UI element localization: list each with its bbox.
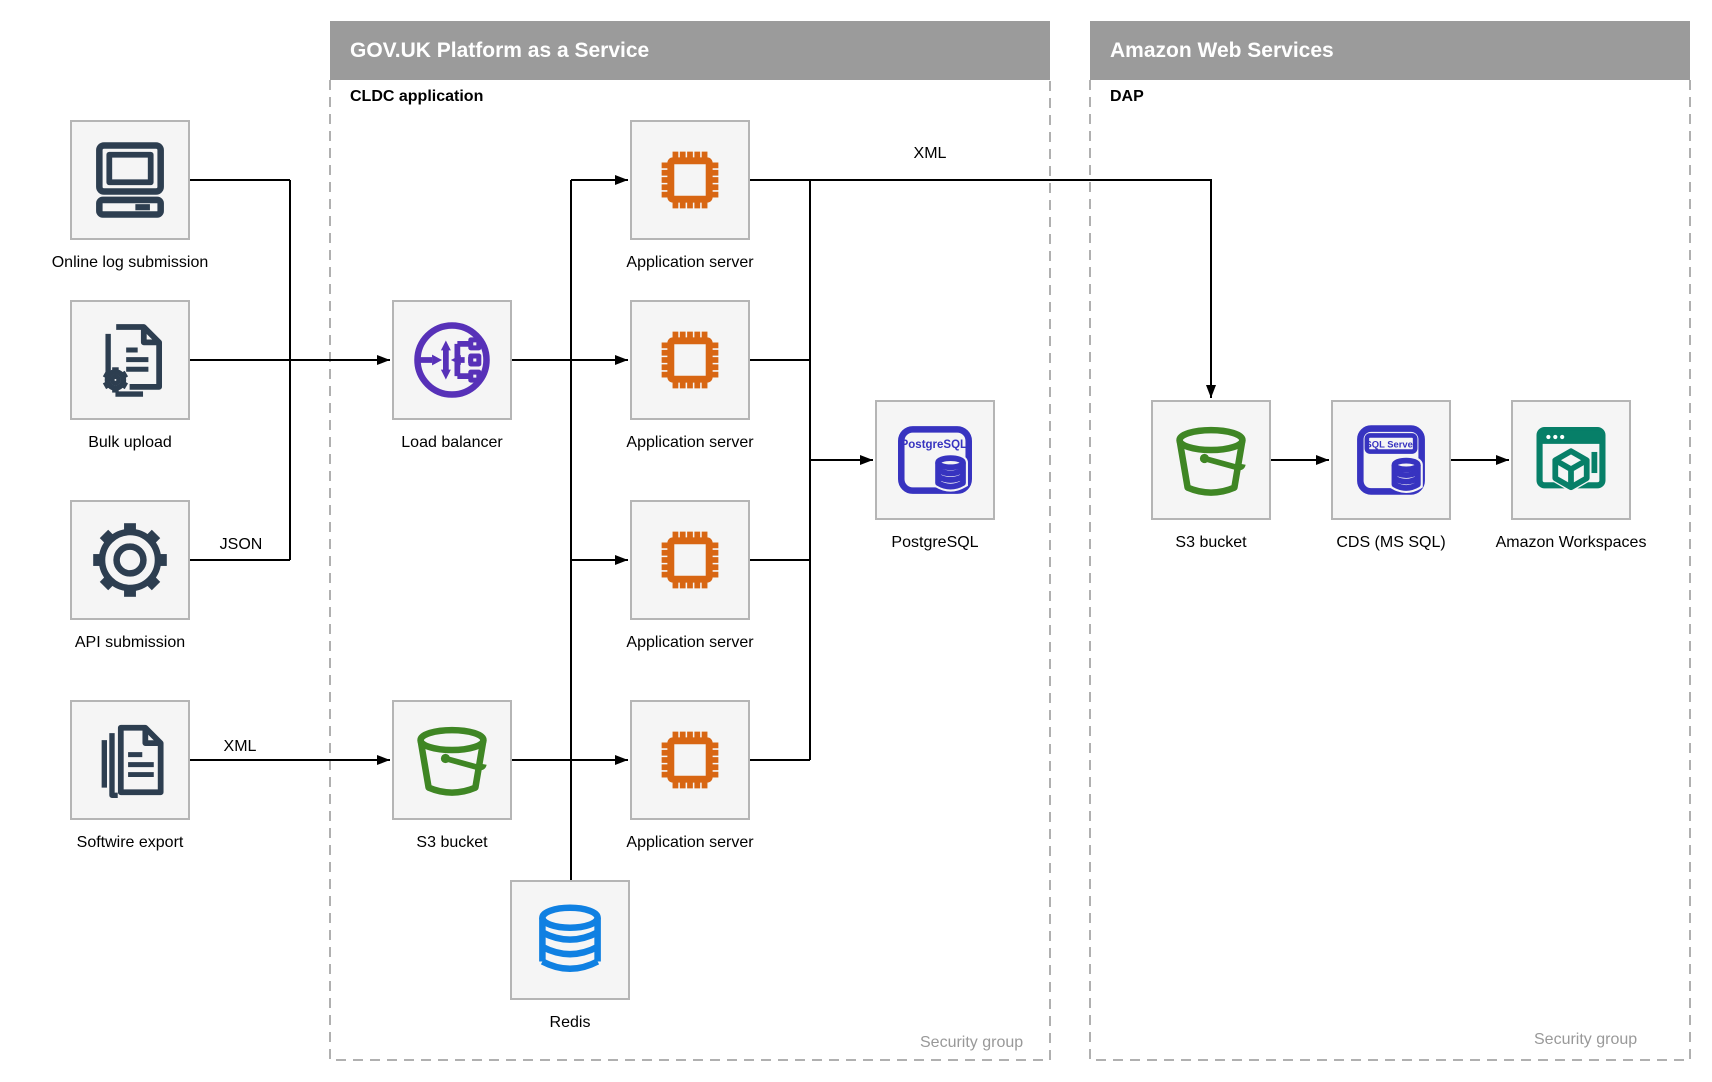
gear-icon bbox=[93, 523, 167, 597]
softwire-export-box bbox=[70, 700, 190, 820]
node-label: Application server bbox=[626, 834, 754, 851]
govuk-paas-header: GOV.UK Platform as a Service bbox=[330, 21, 1050, 80]
api-submission-box bbox=[70, 500, 190, 620]
aws-security-group-label: Security group bbox=[1534, 1031, 1638, 1048]
node-label: CDS (MS SQL) bbox=[1336, 534, 1446, 551]
aws-title: Amazon Web Services bbox=[1110, 39, 1334, 62]
node-application-server-1: Application server bbox=[626, 120, 754, 271]
node-s3-bucket-aws: S3 bucket bbox=[1151, 400, 1271, 551]
node-label: S3 bucket bbox=[1175, 534, 1247, 551]
redis-box bbox=[510, 880, 630, 1000]
node-load-balancer: Load balancer bbox=[392, 300, 512, 451]
document-gear-icon bbox=[102, 324, 163, 397]
node-label: Application server bbox=[626, 434, 754, 451]
chip-icon bbox=[661, 331, 719, 389]
node-label: Application server bbox=[626, 254, 754, 271]
cldc-application-label: CLDC application bbox=[350, 88, 484, 105]
node-label: Application server bbox=[626, 634, 754, 651]
edge-label-json: JSON bbox=[219, 536, 263, 553]
node-api-submission: API submission bbox=[70, 500, 190, 651]
application-server-box bbox=[630, 300, 750, 420]
node-postgresql: PostgreSQL PostgreSQL bbox=[875, 400, 995, 551]
chip-icon bbox=[661, 531, 719, 589]
node-application-server-3: Application server bbox=[626, 500, 754, 651]
cds-box: SQL Server bbox=[1331, 400, 1451, 520]
application-server-box bbox=[630, 700, 750, 820]
edge-label-xml-softwire: XML bbox=[223, 738, 257, 755]
node-label: Load balancer bbox=[401, 434, 503, 451]
node-bulk-upload: Bulk upload bbox=[70, 300, 190, 451]
load-balancer-box bbox=[392, 300, 512, 420]
node-label: Online log submission bbox=[51, 254, 209, 271]
node-label: PostgreSQL bbox=[891, 534, 979, 551]
bulk-upload-box bbox=[70, 300, 190, 420]
s3-bucket-box bbox=[1151, 400, 1271, 520]
workspaces-icon bbox=[1536, 427, 1606, 493]
node-label: S3 bucket bbox=[416, 834, 488, 851]
node-label: Redis bbox=[549, 1014, 591, 1031]
node-amazon-workspaces: Amazon Workspaces bbox=[1496, 400, 1646, 551]
node-cds-ms-sql: SQL Server CDS (MS SQL) bbox=[1331, 400, 1451, 551]
database-cylinder-icon bbox=[539, 904, 601, 973]
sql-server-icon-text: SQL Server bbox=[1366, 439, 1417, 450]
node-softwire-export: Softwire export bbox=[70, 700, 190, 851]
s3-bucket-box bbox=[392, 700, 512, 820]
node-label: API submission bbox=[74, 634, 186, 651]
node-application-server-2: Application server bbox=[626, 300, 754, 451]
application-server-box bbox=[630, 500, 750, 620]
edge-label-xml-app: XML bbox=[913, 145, 947, 162]
aws-header: Amazon Web Services bbox=[1090, 21, 1690, 80]
s3-bucket-icon bbox=[1176, 426, 1246, 496]
dap-label: DAP bbox=[1110, 88, 1144, 105]
sql-server-icon: SQL Server bbox=[1357, 425, 1425, 495]
node-label: Softwire export bbox=[76, 834, 184, 851]
node-s3-bucket-govuk: S3 bucket bbox=[392, 700, 512, 851]
edge-app1-xml-to-s3aws bbox=[750, 179, 1216, 398]
postgresql-icon-text: PostgreSQL bbox=[901, 439, 967, 451]
chip-icon bbox=[661, 731, 719, 789]
application-server-box bbox=[630, 120, 750, 240]
postgresql-box: PostgreSQL bbox=[875, 400, 995, 520]
s3-bucket-icon bbox=[417, 726, 487, 796]
documents-stack-icon bbox=[101, 724, 164, 798]
aws-container-outline bbox=[1089, 80, 1691, 1061]
workspaces-box bbox=[1511, 400, 1631, 520]
node-application-server-4: Application server bbox=[626, 700, 754, 851]
node-label: Amazon Workspaces bbox=[1495, 534, 1647, 551]
node-redis: Redis bbox=[510, 880, 630, 1031]
load-balancer-icon bbox=[414, 322, 490, 398]
govuk-security-group-label: Security group bbox=[920, 1034, 1024, 1051]
computer-icon bbox=[96, 142, 164, 218]
postgresql-icon: PostgreSQL bbox=[898, 426, 972, 494]
chip-icon bbox=[661, 151, 719, 209]
govuk-paas-title: GOV.UK Platform as a Service bbox=[350, 39, 650, 62]
node-online-log-submission: Online log submission bbox=[52, 120, 208, 271]
node-label: Bulk upload bbox=[88, 434, 172, 451]
online-log-box bbox=[70, 120, 190, 240]
